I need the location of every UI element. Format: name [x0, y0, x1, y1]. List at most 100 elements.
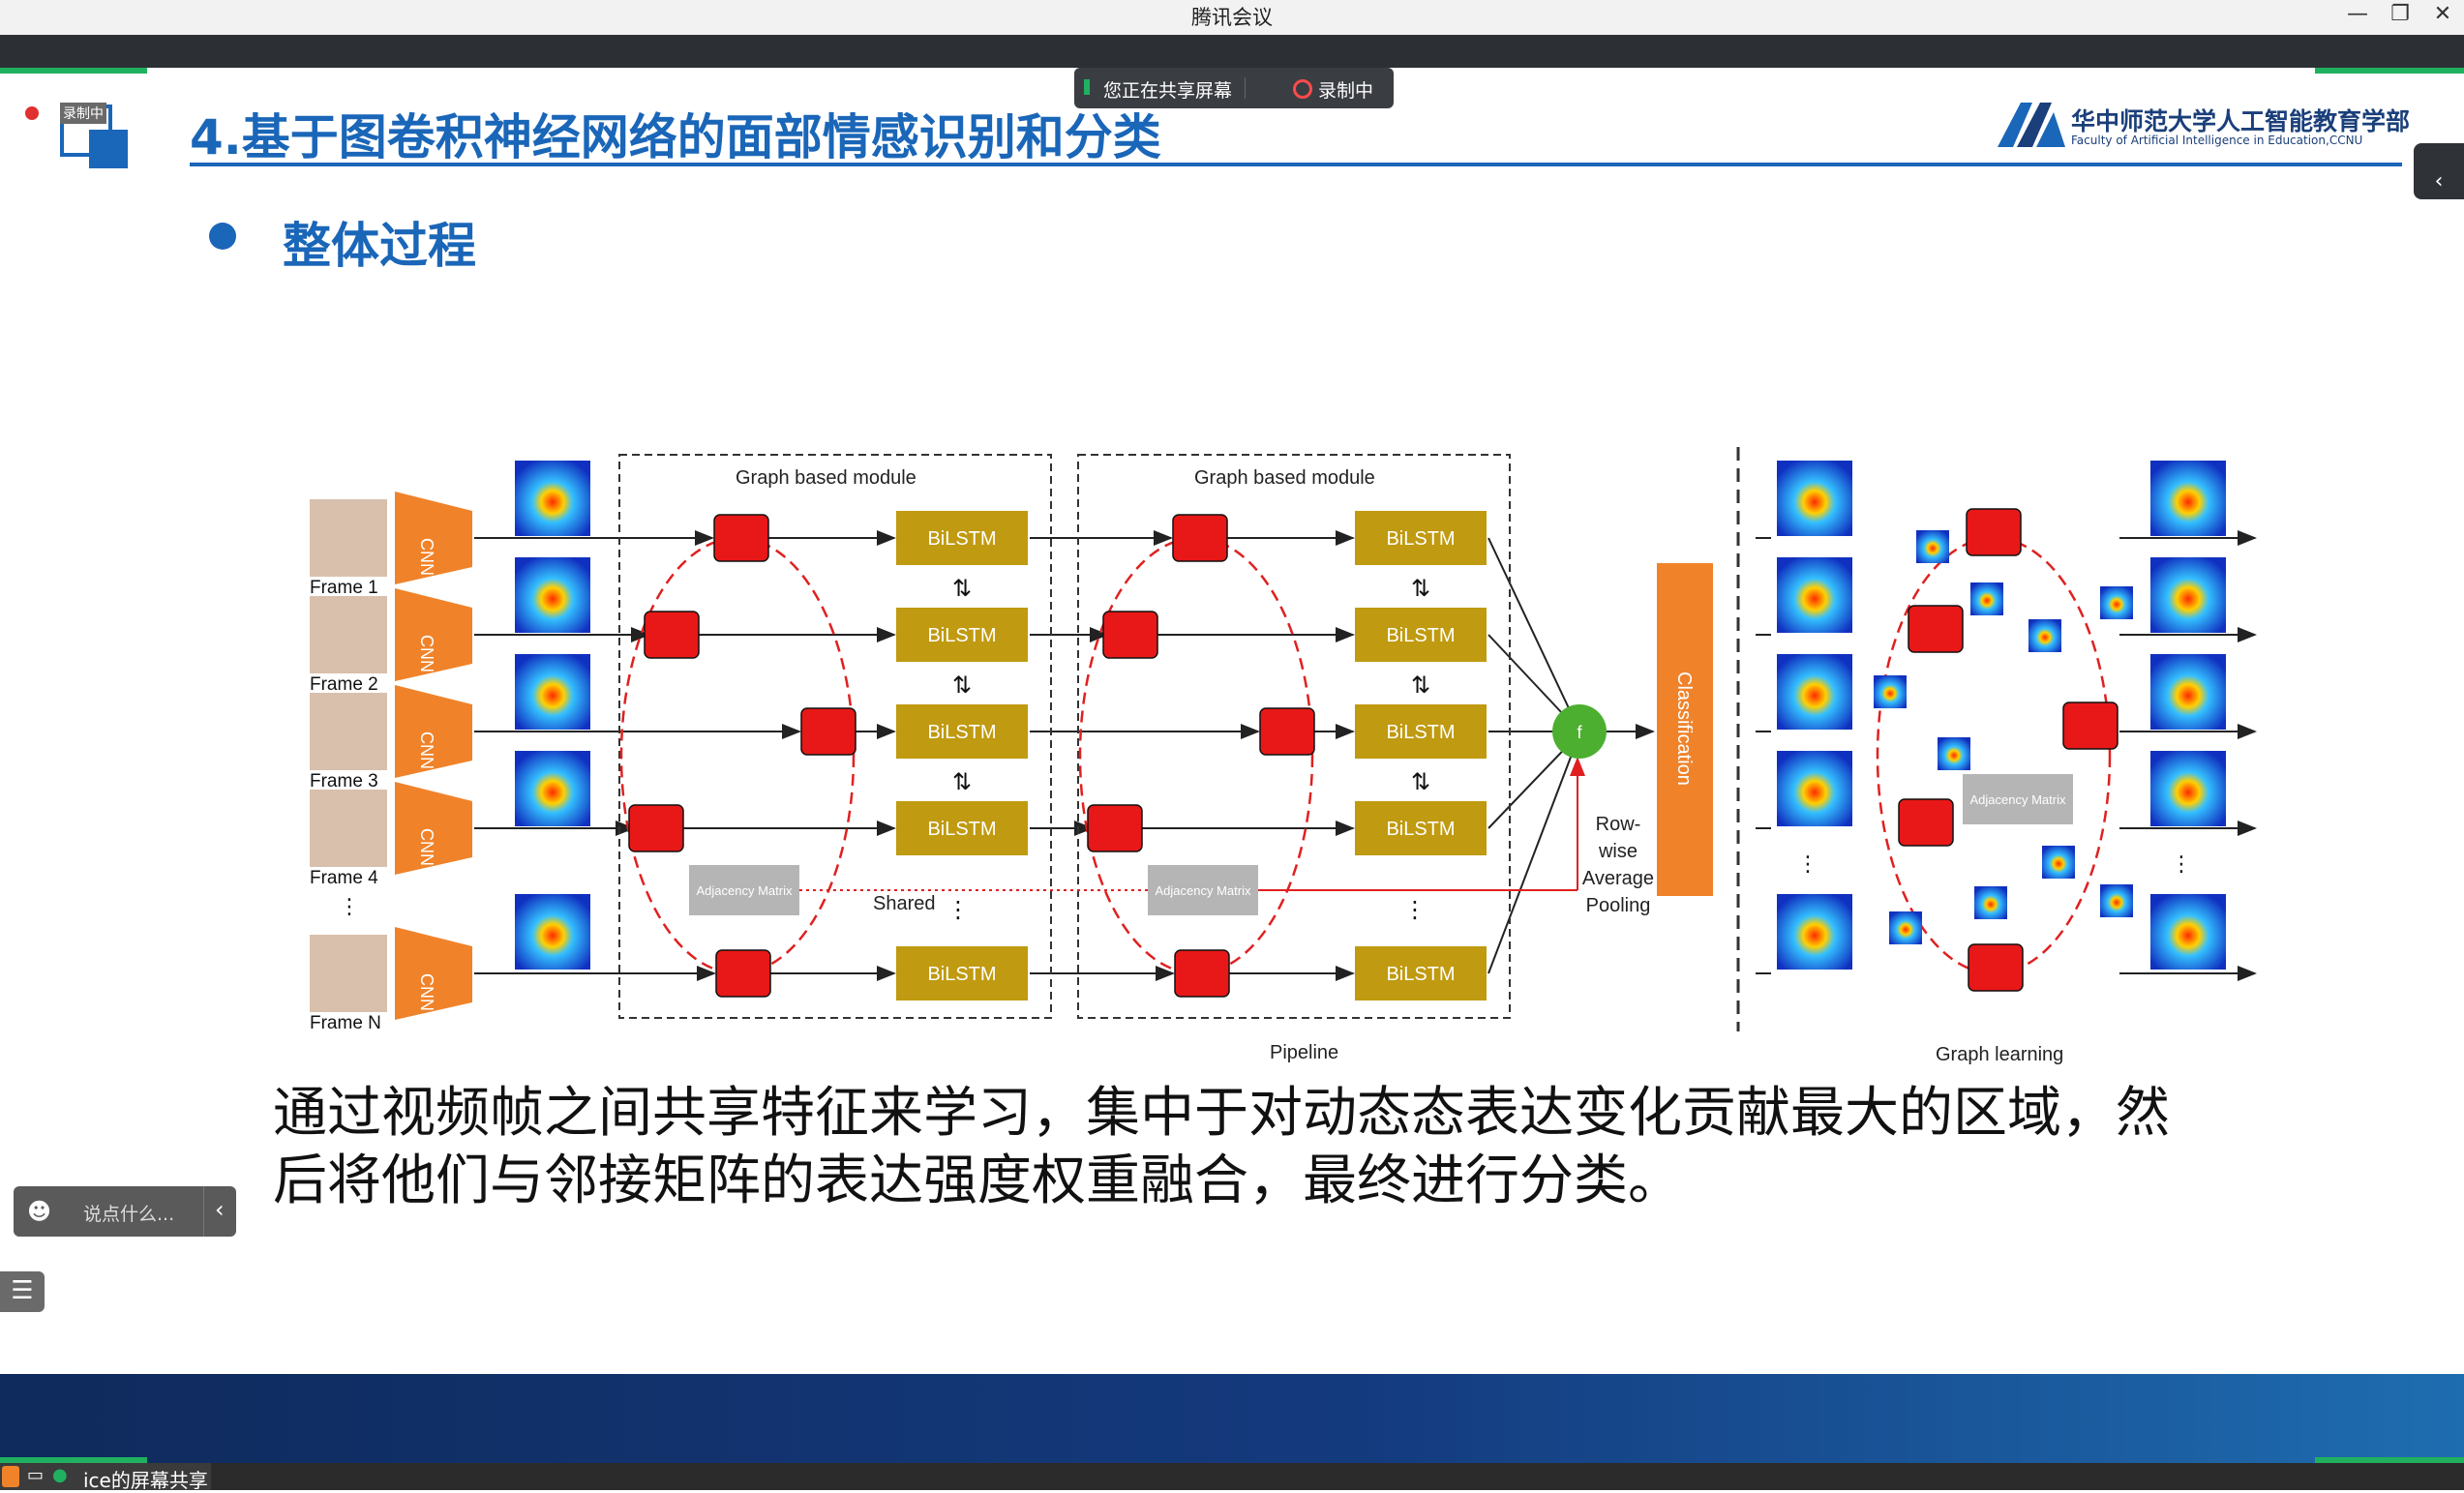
slide-footer-band [0, 1374, 2464, 1463]
user-avatar-icon [2, 1466, 19, 1487]
frame-label-4: Frame 4 [310, 868, 378, 888]
share-indicator-left [0, 68, 147, 74]
svg-text:⇅: ⇅ [952, 769, 972, 795]
title-divider [190, 163, 2402, 166]
bilstm-label: BiLSTM [1386, 625, 1455, 646]
sharing-label[interactable]: 您正在共享屏幕 [1103, 80, 1233, 102]
graph-nodes [628, 508, 2118, 998]
restore-button[interactable]: ❐ [2390, 2, 2410, 26]
record-icon [1293, 79, 1312, 99]
pipeline-label: Pipeline [1270, 1042, 1338, 1063]
share-indicator-right [2315, 68, 2464, 74]
bilstm-label: BiLSTM [1386, 722, 1455, 743]
bilstm-label: BiLSTM [927, 964, 996, 985]
minimize-button[interactable]: — [2347, 2, 2368, 26]
screen-share-status[interactable]: 您正在共享屏幕 录制中 [1074, 68, 1394, 108]
bilstm-label: BiLSTM [927, 528, 996, 550]
cnn-label: CNN [417, 732, 436, 769]
meeting-toolbar-band [0, 35, 2464, 68]
chat-input[interactable]: 说点什么... [83, 1204, 175, 1225]
architecture-diagram: Frame 1 Frame 2 Frame 3 Frame 4 ⋮ Frame … [310, 447, 2257, 1065]
bullet-icon [209, 223, 236, 250]
signal-icon [1084, 79, 1090, 95]
graph-learning-arrows [1756, 530, 2257, 981]
fusion-node [1552, 704, 1607, 759]
cnn-label: CNN [417, 635, 436, 672]
emoji-icon[interactable]: ☻ [27, 1198, 52, 1225]
bilstm-label: BiLSTM [927, 819, 996, 840]
classification-block [1657, 563, 1713, 896]
chevron-left-icon[interactable]: ‹ [215, 1196, 225, 1223]
share-pill-separator [1245, 77, 1246, 99]
heatmaps [515, 461, 590, 970]
shared-label: Shared [873, 893, 936, 914]
recording-badge: 录制中 [21, 101, 130, 170]
share-taskbar: ▭ ● ice的屏幕共享 [0, 1463, 2464, 1492]
svg-text:⋮: ⋮ [2171, 851, 2192, 876]
graph-module-1 [618, 454, 1052, 1019]
graph-module-label: Graph based module [736, 467, 916, 489]
cnn-blocks [395, 492, 472, 1020]
graph-module-2 [1077, 454, 1511, 1019]
svg-text:⇅: ⇅ [1411, 576, 1430, 602]
adjacency-matrix [1963, 774, 2073, 824]
presentation-slide: 4.基于图卷积神经网络的面部情感识别和分类 华中师范大学人工智能教育学部 Fac… [0, 74, 2464, 1374]
slide-title: 4.基于图卷积神经网络的面部情感识别和分类 [190, 109, 1161, 165]
graph-learning-label: Graph learning [1936, 1044, 2063, 1065]
university-logo-icon [1998, 103, 2065, 147]
svg-text:⇅: ⇅ [1411, 769, 1430, 795]
university-logo-subtitle: Faculty of Artificial Intelligence in Ed… [2071, 134, 2363, 147]
screen-icon: ▭ [27, 1465, 45, 1485]
slide-logo-block [89, 130, 128, 168]
graph-learning-heatmaps [1777, 461, 2226, 970]
bilstm-label: BiLSTM [1386, 964, 1455, 985]
classification-label: Classification [1673, 672, 1695, 786]
flow-lines [474, 530, 1655, 981]
svg-text:⇅: ⇅ [952, 672, 972, 699]
svg-text:⋮: ⋮ [947, 897, 970, 923]
pooling-label-1: Row- [1596, 814, 1641, 835]
graph-learning-ellipsis: ⋮⋮ [1797, 851, 2192, 876]
share-indicator-bottom-right [2315, 1457, 2464, 1463]
face-frames [310, 499, 387, 1012]
bilstm-label: BiLSTM [927, 625, 996, 646]
recording-badge-label: 录制中 [60, 103, 106, 124]
adjacency-matrix [1148, 865, 1258, 915]
pooling-label-3: Average [1582, 868, 1654, 889]
cnn-label: CNN [417, 973, 436, 1011]
bilstm-blocks [896, 511, 1487, 1000]
graph-module-label: Graph based module [1194, 467, 1375, 489]
adjacency-label: Adjacency Matrix [1156, 883, 1251, 898]
frame-label-1: Frame 1 [310, 578, 378, 598]
close-button[interactable]: ✕ [2433, 2, 2452, 26]
share-owner-label: ice的屏幕共享 [83, 1469, 208, 1492]
side-panel-collapse-button[interactable]: ‹ [2414, 143, 2464, 199]
cnn-label: CNN [417, 828, 436, 866]
window-title: 腾讯会议 [1191, 6, 1273, 29]
screen-share-tab[interactable]: ▭ ● ice的屏幕共享 [0, 1463, 211, 1492]
pooling-label-4: Pooling [1586, 895, 1651, 916]
pooling-label-2: wise [1598, 841, 1638, 862]
chat-input-bar[interactable]: ☻ 说点什么... ‹ [14, 1186, 236, 1237]
recording-label[interactable]: 录制中 [1318, 80, 1374, 102]
bilstm-label: BiLSTM [1386, 528, 1455, 550]
cnn-label: CNN [417, 538, 436, 576]
svg-text:⋮: ⋮ [1403, 897, 1427, 923]
frame-label-2: Frame 2 [310, 674, 378, 695]
section-heading: 整体过程 [283, 218, 476, 274]
frame-label-3: Frame 3 [310, 771, 378, 791]
fusion-label: f [1577, 723, 1582, 742]
record-dot-icon [23, 105, 41, 122]
frame-label-n: Frame N [310, 1013, 381, 1033]
bilstm-label: BiLSTM [1386, 819, 1455, 840]
slide-body-text: 通过视频帧之间共享特征来学习，集中于对动态态表达变化贡献最大的区域，然后将他们与… [273, 1082, 2170, 1212]
chat-separator [203, 1186, 204, 1237]
list-icon[interactable]: ☰ [0, 1271, 45, 1312]
bilstm-label: BiLSTM [927, 722, 996, 743]
adjacency-label: Adjacency Matrix [697, 883, 793, 898]
bidirectional-arrows: ⇅⇅⇅ ⇅⇅⇅ ⋮⋮ [947, 576, 1430, 923]
svg-text:⋮: ⋮ [1797, 851, 1818, 876]
microphone-icon: ● [52, 1465, 68, 1485]
frame-ellipsis: ⋮ [339, 894, 360, 918]
window-titlebar: 腾讯会议 — ❐ ✕ [0, 0, 2464, 35]
